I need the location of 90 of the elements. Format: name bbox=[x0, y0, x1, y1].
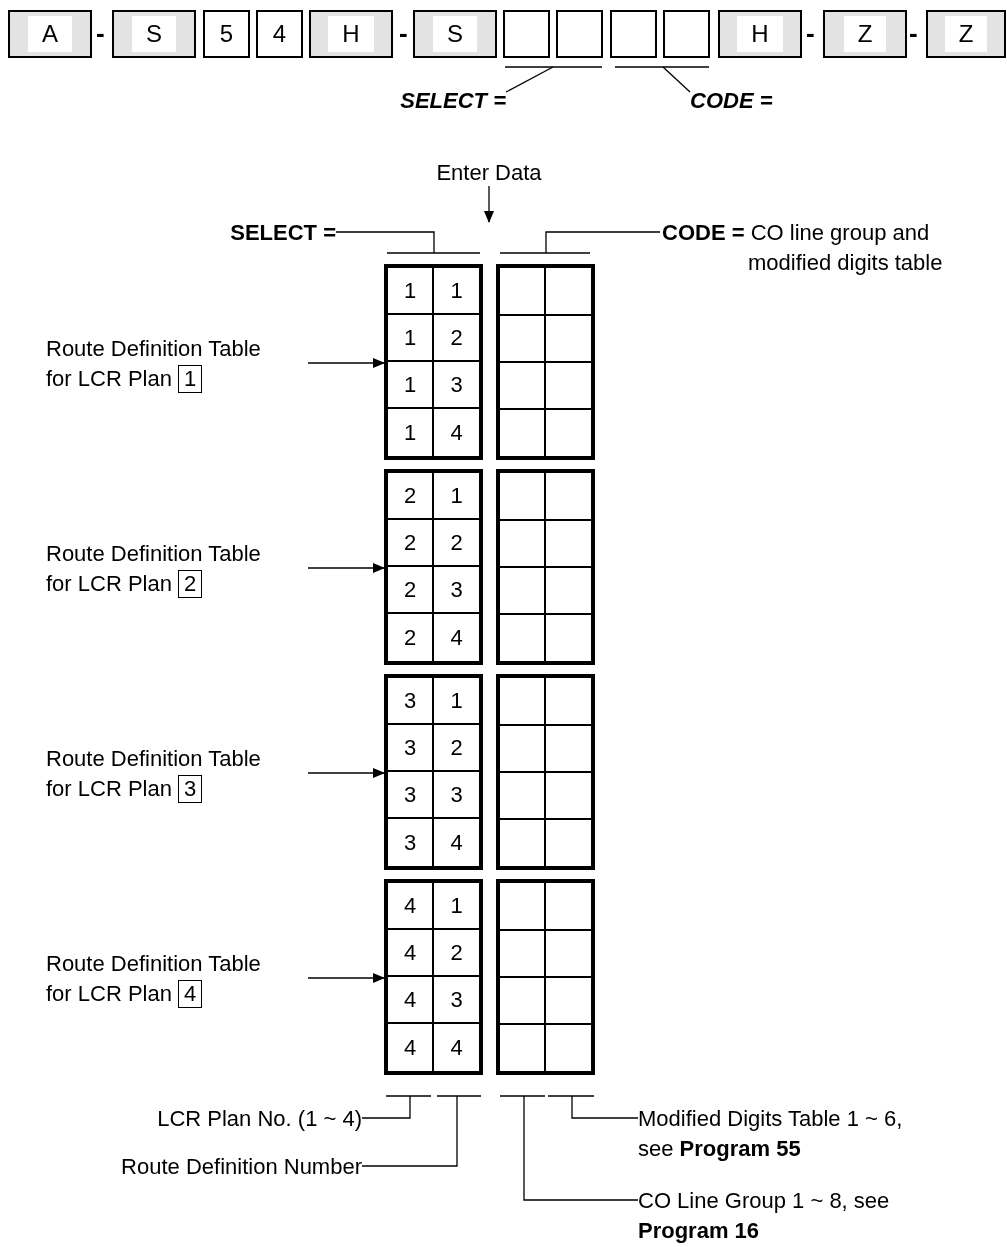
leader-line bbox=[505, 66, 554, 93]
table-cell: 3 bbox=[434, 772, 479, 819]
leader-line bbox=[523, 1095, 639, 1201]
table-label: Route Definition Table for LCR Plan 3 bbox=[46, 744, 308, 806]
key-box: 4 bbox=[256, 10, 303, 58]
select-table bbox=[384, 469, 483, 665]
leader-line bbox=[361, 1095, 458, 1167]
select-table bbox=[384, 264, 483, 460]
field-label: CODE = bbox=[690, 86, 780, 114]
table-cell: 3 bbox=[388, 678, 434, 725]
table-cell: 4 bbox=[434, 614, 479, 661]
code-table bbox=[496, 469, 595, 665]
table-cell: 2 bbox=[434, 930, 479, 977]
entry-box bbox=[556, 10, 603, 58]
code-table bbox=[496, 879, 595, 1075]
table-cell: 2 bbox=[388, 567, 434, 614]
entry-box bbox=[610, 10, 657, 58]
key-box bbox=[413, 10, 497, 58]
table-cell: 1 bbox=[434, 268, 479, 315]
field-label: CODE = CO line group and modified digits table bbox=[660, 218, 1007, 280]
table-cell: 2 bbox=[388, 614, 434, 661]
table-label: Route Definition Table for LCR Plan 1 bbox=[46, 334, 308, 396]
table-cell: 2 bbox=[388, 473, 434, 520]
table-cell: 4 bbox=[434, 409, 479, 456]
field-label: SELECT = bbox=[394, 86, 506, 114]
table-cell: 1 bbox=[434, 678, 479, 725]
table-cell: 1 bbox=[388, 268, 434, 315]
table-cell: 2 bbox=[388, 520, 434, 567]
key-letter: Z bbox=[944, 16, 988, 52]
field-note: Route Definition Number bbox=[60, 1152, 362, 1180]
table-label: Route Definition Table for LCR Plan 4 bbox=[46, 949, 308, 1011]
separator-dash: - bbox=[806, 18, 815, 48]
key-box: 5 bbox=[203, 10, 250, 58]
table-cell: 4 bbox=[388, 883, 434, 930]
key-letter: S bbox=[132, 16, 176, 52]
table-cell: 1 bbox=[388, 409, 434, 456]
arrow bbox=[484, 185, 494, 223]
separator-dash: - bbox=[399, 18, 408, 48]
table-cell: 4 bbox=[388, 1024, 434, 1071]
key-box bbox=[8, 10, 92, 58]
table-cell: 2 bbox=[434, 725, 479, 772]
table-cell: 3 bbox=[434, 567, 479, 614]
leader-line bbox=[545, 231, 661, 254]
arrow bbox=[307, 973, 385, 983]
key-letter: H bbox=[328, 16, 374, 52]
field-note: Modified Digits Table 1 ~ 6, see Program 55 bbox=[638, 1104, 938, 1166]
key-letter: H bbox=[737, 16, 783, 52]
field-label: SELECT = bbox=[196, 218, 336, 246]
key-letter: Z bbox=[843, 16, 887, 52]
leader-line bbox=[361, 1095, 411, 1119]
table-cell: 3 bbox=[388, 725, 434, 772]
code-table bbox=[496, 674, 595, 870]
table-cell: 4 bbox=[434, 1024, 479, 1071]
arrow bbox=[307, 563, 385, 573]
table-cell: 3 bbox=[388, 819, 434, 866]
key-box bbox=[112, 10, 196, 58]
select-table bbox=[384, 879, 483, 1075]
table-label: Route Definition Table for LCR Plan 2 bbox=[46, 539, 308, 601]
table-cell: 1 bbox=[434, 883, 479, 930]
table-cell: 3 bbox=[434, 362, 479, 409]
entry-box bbox=[503, 10, 550, 58]
table-cell: 2 bbox=[434, 315, 479, 362]
instruction-label: Enter Data bbox=[430, 158, 548, 186]
key-box bbox=[718, 10, 802, 58]
table-cell: 1 bbox=[388, 362, 434, 409]
arrow bbox=[307, 768, 385, 778]
key-box bbox=[823, 10, 907, 58]
arrow bbox=[307, 358, 385, 368]
key-box bbox=[309, 10, 393, 58]
select-table bbox=[384, 674, 483, 870]
key-letter: S bbox=[433, 16, 477, 52]
field-note: CO Line Group 1 ~ 8, see Program 16 bbox=[638, 1186, 938, 1247]
key-letter: A bbox=[28, 16, 72, 52]
key-box bbox=[926, 10, 1006, 58]
code-table bbox=[496, 264, 595, 460]
table-cell: 3 bbox=[388, 772, 434, 819]
leader-line bbox=[571, 1095, 639, 1119]
table-cell: 1 bbox=[434, 473, 479, 520]
table-cell: 4 bbox=[434, 819, 479, 866]
leader-line bbox=[662, 66, 691, 93]
separator-dash: - bbox=[96, 18, 105, 48]
table-cell: 1 bbox=[388, 315, 434, 362]
separator-dash: - bbox=[909, 18, 918, 48]
table-cell: 3 bbox=[434, 977, 479, 1024]
table-cell: 4 bbox=[388, 930, 434, 977]
table-cell: 2 bbox=[434, 520, 479, 567]
field-note: LCR Plan No. (1 ~ 4) bbox=[140, 1104, 362, 1132]
table-cell: 4 bbox=[388, 977, 434, 1024]
entry-box bbox=[663, 10, 710, 58]
leader-line bbox=[335, 231, 435, 254]
